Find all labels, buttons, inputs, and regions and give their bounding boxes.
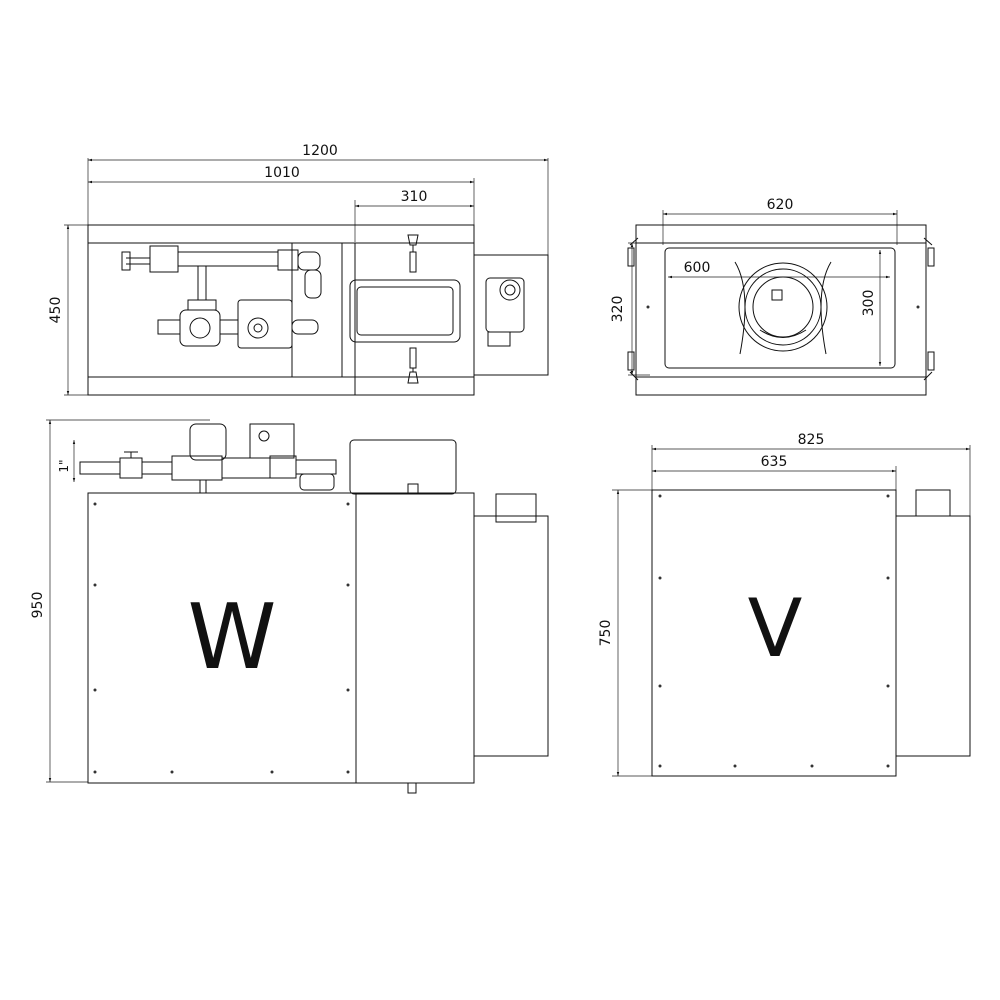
dim-450-label: 450 <box>48 297 64 324</box>
dim-1010: 1010 <box>88 165 475 226</box>
dim-300-label: 300 <box>861 290 877 317</box>
dim-950-label: 950 <box>30 592 46 619</box>
dim-320-label: 320 <box>610 296 626 323</box>
piping-front <box>79 423 337 493</box>
side-letter: V <box>748 582 803 675</box>
dim-825-label: 825 <box>798 432 825 448</box>
dim-320: 320 <box>610 242 650 376</box>
dim-600-label: 600 <box>684 260 711 276</box>
dim-600: 600 <box>668 260 890 279</box>
dim-750: 750 <box>598 489 652 777</box>
dim-1200: 1200 <box>87 143 549 255</box>
dim-825: 825 <box>651 432 971 516</box>
dim-310-label: 310 <box>401 189 428 205</box>
pump-assembly <box>157 299 319 349</box>
side-screws <box>658 494 890 768</box>
side-view: 825 635 750 V <box>598 432 971 777</box>
dim-300: 300 <box>861 250 882 366</box>
dim-620-label: 620 <box>767 197 794 213</box>
front-letter: W <box>188 585 277 690</box>
dim-950: 950 <box>30 419 210 783</box>
dim-635-label: 635 <box>761 454 788 470</box>
dim-1-inch-label: 1" <box>57 459 71 472</box>
front-view: 950 1" W <box>30 419 549 794</box>
front-screws <box>93 502 350 774</box>
piping-top <box>121 245 322 311</box>
burner-flange <box>734 261 832 355</box>
dim-750-label: 750 <box>598 620 614 647</box>
dim-1-inch: 1" <box>57 440 76 482</box>
dim-310: 310 <box>354 189 474 242</box>
burner-motor <box>485 277 525 347</box>
top-right-view: 620 600 320 300 <box>610 197 935 396</box>
dim-1010-label: 1010 <box>264 165 300 181</box>
top-view: 1200 1010 310 450 <box>48 143 549 396</box>
dim-450: 450 <box>48 224 88 396</box>
dim-635: 635 <box>652 454 897 490</box>
dim-620: 620 <box>662 197 898 245</box>
sight-glass-top <box>407 234 419 273</box>
dim-1200-label: 1200 <box>302 143 338 159</box>
sight-glass-bottom <box>407 347 419 384</box>
